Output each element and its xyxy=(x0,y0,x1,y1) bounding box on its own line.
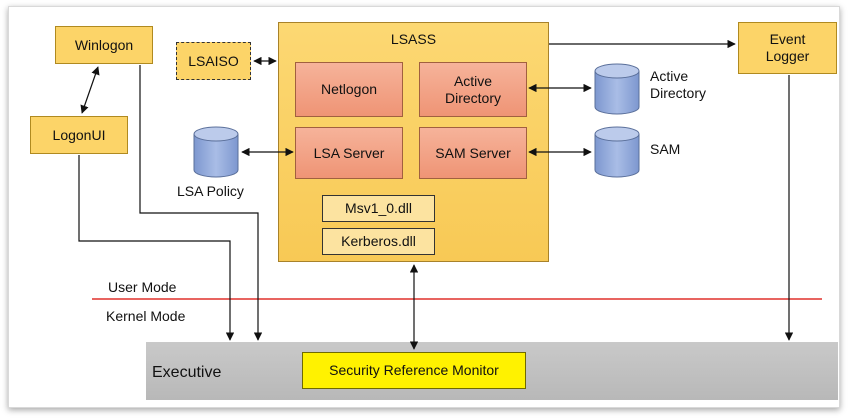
security-reference-monitor-box: Security Reference Monitor xyxy=(302,352,526,389)
sam-database-icon xyxy=(594,126,640,178)
lsa-policy-database-icon xyxy=(193,126,239,178)
logonui-box: LogonUI xyxy=(30,116,128,154)
sam-server-box: SAM Server xyxy=(419,127,527,179)
active-directory-database-icon xyxy=(594,63,640,115)
winlogon-box: Winlogon xyxy=(55,26,153,64)
lsa-server-label: LSA Server xyxy=(313,144,385,161)
lsaiso-label: LSAISO xyxy=(188,52,239,69)
kerberos-dll-label: Kerberos.dll xyxy=(341,233,416,249)
winlogon-label: Winlogon xyxy=(74,36,134,53)
msv-dll-box: Msv1_0.dll xyxy=(322,195,435,222)
active-directory-db-label: Active Directory xyxy=(650,68,707,101)
sam-server-label: SAM Server xyxy=(435,144,511,161)
lsass-label: LSASS xyxy=(390,31,437,47)
user-mode-label: User Mode xyxy=(108,279,177,295)
netlogon-label: Netlogon xyxy=(320,81,378,97)
lsaiso-box: LSAISO xyxy=(176,42,251,80)
active-directory-box: Active Directory xyxy=(419,62,527,117)
lsa-policy-label: LSA Policy xyxy=(177,183,244,199)
sam-db-label: SAM xyxy=(650,141,681,157)
logonui-label: LogonUI xyxy=(52,126,106,143)
kerberos-dll-box: Kerberos.dll xyxy=(322,228,435,255)
msv-dll-label: Msv1_0.dll xyxy=(345,200,412,216)
netlogon-box: Netlogon xyxy=(295,62,403,117)
security-reference-monitor-label: Security Reference Monitor xyxy=(329,362,499,378)
lsa-server-box: LSA Server xyxy=(295,127,403,179)
event-logger-box: Event Logger xyxy=(738,22,837,74)
event-logger-label: Event Logger xyxy=(765,31,810,64)
kernel-mode-label: Kernel Mode xyxy=(106,308,186,324)
active-directory-label: Active Directory xyxy=(444,72,501,106)
executive-label: Executive xyxy=(152,364,222,381)
